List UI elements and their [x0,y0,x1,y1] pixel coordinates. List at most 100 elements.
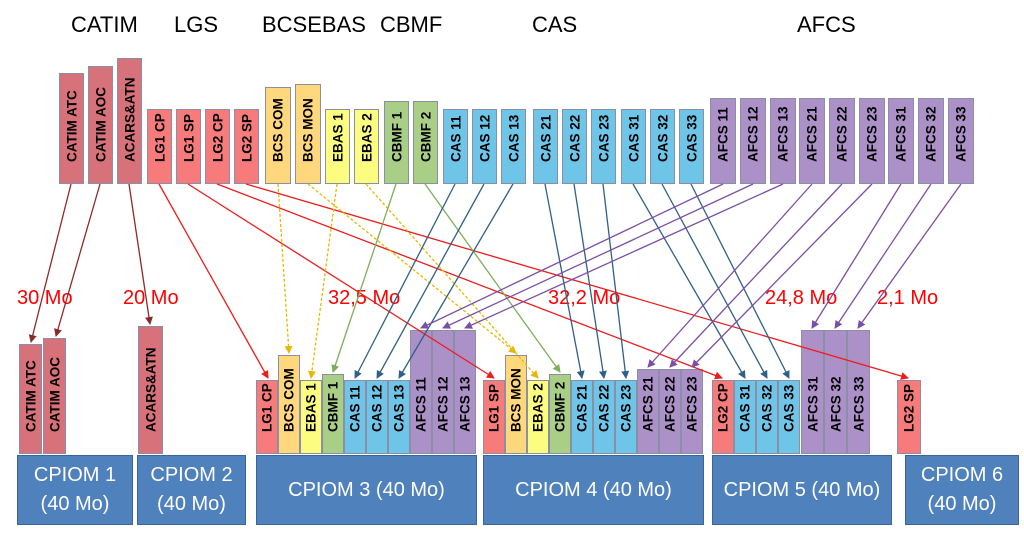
group-title-cbmf: CBMF [380,12,443,37]
top-tile-afcs-31: AFCS 31 [888,98,914,184]
arrow-cas-32 [661,183,768,379]
arrow-cas-31 [632,183,746,379]
cpiom3-tile-lg1-cp: LG1 CP [256,380,278,454]
arrow-acars-atn [128,183,153,325]
top-tile-ebas-1: EBAS 1 [325,109,350,184]
top-tile-acars-atn: ACARS&ATN [117,58,142,184]
top-tile-afcs-23: AFCS 23 [859,98,885,184]
arrow-cas-33 [690,183,790,379]
bandwidth-label-cpiom5: 24,8 Mo [765,287,838,309]
top-tile-afcs-22: AFCS 22 [829,98,855,184]
arrow-afcs-23 [691,183,873,368]
cpiom3-tile-cas-12: CAS 12 [366,380,388,454]
arrow-cas-21 [544,183,585,379]
cpiom3-tile-afcs-11: AFCS 11 [410,330,432,454]
top-tile-catim-aoc: CATIM AOC [88,66,113,184]
top-tile-cas-21: CAS 21 [533,109,558,184]
top-tile-lg1-sp: LG1 SP [176,109,201,184]
cpiom-label: CPIOM 5 (40 Mo) [723,478,881,501]
cpiom5-tile-cas-33: CAS 33 [778,380,800,454]
cpiom4-tile-afcs-22: AFCS 22 [659,369,681,454]
cpiom3-tile-cbmf-1: CBMF 1 [322,374,344,454]
cpiom4-tile-afcs-21: AFCS 21 [637,369,659,454]
top-tile-cbmf-2: CBMF 2 [413,101,438,184]
cpiom3-tile-cas-11: CAS 11 [344,380,366,454]
cpiom-label: CPIOM 4 (40 Mo) [515,478,672,501]
arrow-lg2-cp [216,183,723,380]
bandwidth-label-cpiom1: 30 Mo [17,287,73,309]
cpiom4-tile-bcs-mon: BCS MON [505,355,527,454]
arrow-cas-13 [398,183,514,379]
cpiom5-tile-cas-32: CAS 32 [756,380,778,454]
arrow-afcs-21 [647,183,813,368]
arrow-cas-12 [376,183,485,379]
arrow-afcs-32 [834,183,932,329]
cpiom-label: CPIOM 2 (40 Mo) [150,464,233,515]
cpiom4-tile-cas-23: CAS 23 [615,380,637,454]
top-tile-lg1-cp: LG1 CP [147,109,172,184]
bandwidth-label-cpiom6: 2,1 Mo [877,287,939,309]
arrow-afcs-12 [442,183,754,329]
arrow-afcs-22 [669,183,843,368]
bandwidth-label-cpiom2: 20 Mo [123,287,179,309]
top-tile-afcs-21: AFCS 21 [799,98,825,184]
top-tile-cbmf-1: CBMF 1 [384,101,409,184]
cpiom1-tile-catim-atc: CATIM ATC [19,344,42,454]
top-tile-cas-13: CAS 13 [501,109,526,184]
group-title-bcsebas: BCSEBAS [262,12,366,37]
arrow-afcs-11 [420,183,724,329]
cpiom3-tile-afcs-12: AFCS 12 [432,330,454,454]
top-tile-lg2-sp: LG2 SP [234,109,259,184]
top-tile-ebas-2: EBAS 2 [354,109,379,184]
cpiom3-tile-cas-13: CAS 13 [388,380,410,454]
cpiom6-tile-lg2-sp: LG2 SP [897,380,921,454]
arrow-bcs-com [277,183,293,354]
cpiom-6-box: CPIOM 6 (40 Mo) [905,455,1019,525]
cpiom5-tile-lg2-cp: LG2 CP [712,380,734,454]
arrow-catim-aoc [54,183,101,337]
cpiom3-tile-afcs-13: AFCS 13 [454,330,476,454]
arrow-cas-11 [354,183,456,379]
group-title-cas: CAS [532,12,578,37]
arrow-afcs-31 [811,183,902,329]
cpiom4-tile-afcs-23: AFCS 23 [681,369,703,454]
cpiom-1-box: CPIOM 1 (40 Mo) [17,455,133,525]
cpiom4-tile-cbmf-2: CBMF 2 [549,374,571,454]
top-tile-catim-atc: CATIM ATC [59,73,84,184]
arrow-cas-22 [573,183,607,379]
cpiom-label: CPIOM 1 (40 Mo) [33,464,117,515]
bandwidth-label-cpiom3: 32,5 Mo [328,287,401,309]
top-tile-afcs-13: AFCS 13 [770,98,796,184]
cpiom2-tile-acars-atn: ACARS&ATN [138,326,163,454]
arrow-cbmf-2 [424,183,561,373]
arrow-cbmf-1 [331,183,397,373]
top-tile-cas-32: CAS 32 [650,109,675,184]
top-tile-cas-33: CAS 33 [679,109,704,184]
top-tile-bcs-com: BCS COM [265,87,291,184]
cpiom-label: CPIOM 3 (40 Mo) [288,478,445,501]
cpiom-5-box: CPIOM 5 (40 Mo) [712,455,892,525]
cpiom5-tile-cas-31: CAS 31 [734,380,756,454]
cpiom-4-box: CPIOM 4 (40 Mo) [483,455,704,525]
top-tile-cas-23: CAS 23 [591,109,616,184]
top-tile-afcs-11: AFCS 11 [710,98,736,184]
group-title-lgs: LGS [174,12,219,37]
top-tile-afcs-33: AFCS 33 [948,98,974,184]
cpiom5-tile-afcs-31: AFCS 31 [801,330,824,454]
cpiom-3-box: CPIOM 3 (40 Mo) [256,455,477,525]
cpiom1-tile-catim-aoc: CATIM AOC [43,338,66,454]
group-title-catim: CATIM [71,12,138,37]
arrow-ebas-2 [365,183,539,379]
top-tile-afcs-32: AFCS 32 [918,98,944,184]
arrow-afcs-33 [857,183,962,329]
cpiom4-tile-lg1-sp: LG1 SP [483,380,505,454]
cpiom4-tile-ebas-2: EBAS 2 [527,380,549,454]
top-tile-afcs-12: AFCS 12 [740,98,766,184]
arrow-catim-atc [28,183,72,343]
cpiom-2-box: CPIOM 2 (40 Mo) [137,455,246,525]
cpiom5-tile-afcs-33: AFCS 33 [847,330,870,454]
top-tile-cas-22: CAS 22 [562,109,587,184]
cpiom3-tile-ebas-1: EBAS 1 [300,380,322,454]
